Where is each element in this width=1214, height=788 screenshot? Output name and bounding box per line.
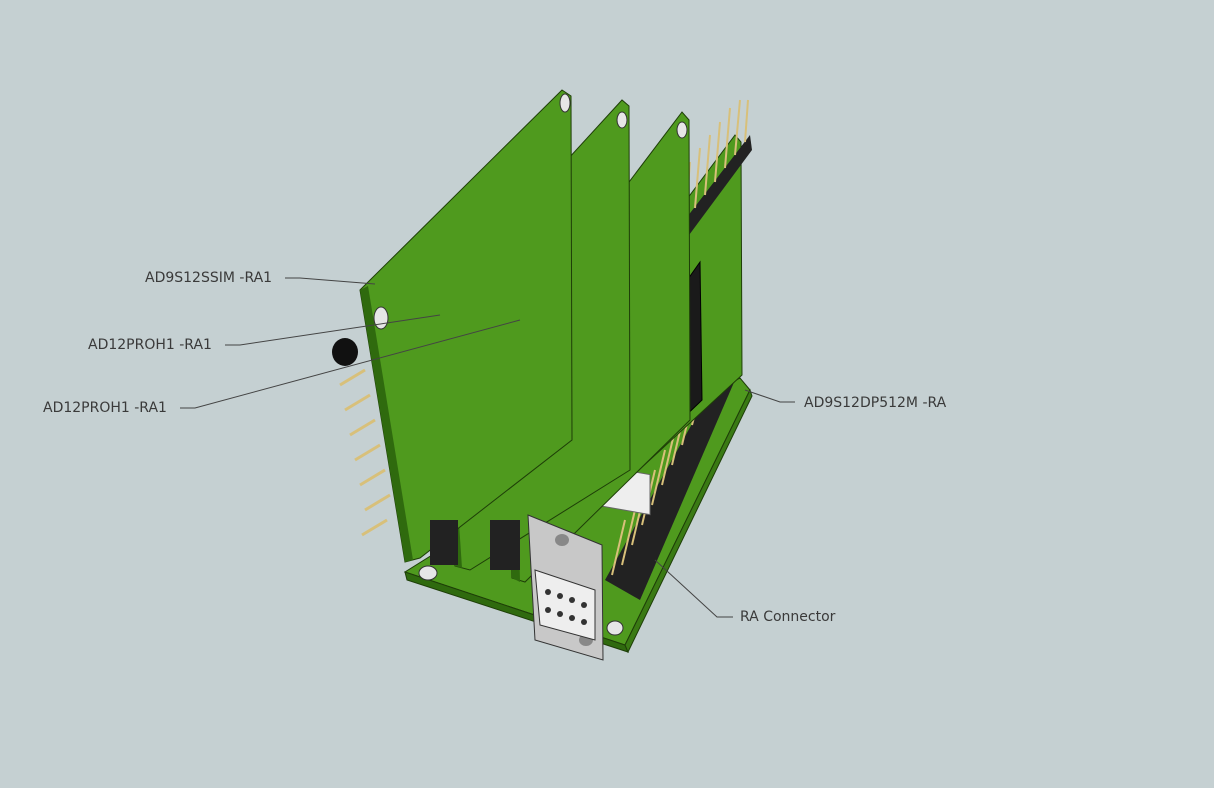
label-ssim: AD9S12SSIM -RA1 xyxy=(145,270,273,286)
board-ssim xyxy=(332,89,573,565)
leader-line-proh1-a xyxy=(225,314,441,346)
leader-lines xyxy=(180,277,795,618)
label-ra-connector: RA Connector xyxy=(740,609,836,625)
knob xyxy=(332,338,358,366)
jumper-header xyxy=(430,520,458,565)
label-dp512m: AD9S12DP512M -RA xyxy=(804,395,947,411)
db9-connector xyxy=(527,514,604,661)
leader-line-ssim xyxy=(285,277,376,285)
leader-line-proh1-b xyxy=(180,319,521,409)
label-proh1-a: AD12PROH1 -RA1 xyxy=(88,337,212,353)
jumper-header xyxy=(490,520,520,570)
label-proh1-b: AD12PROH1 -RA1 xyxy=(43,400,167,416)
leader-line-ra-connector xyxy=(654,559,733,618)
leader-line-dp512m xyxy=(744,389,795,403)
